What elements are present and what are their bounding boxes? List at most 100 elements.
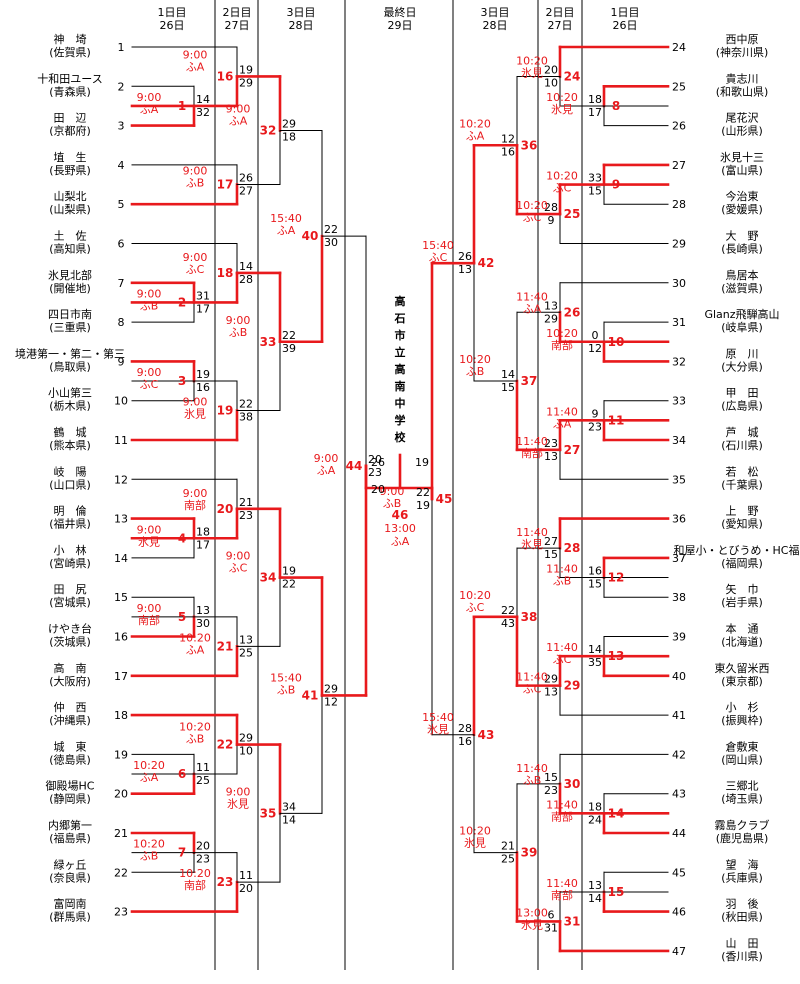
column-headers: 1日目26日2日目27日3日目28日最終日29日3日目28日2日目27日1日目2…: [158, 5, 640, 32]
team-entry: 仲 西(沖縄県)18: [49, 700, 128, 727]
match-score: 23: [544, 784, 558, 797]
match-number: 39: [521, 846, 538, 860]
match-number: 6: [178, 767, 186, 781]
match-time: 11:40: [546, 563, 578, 576]
match-time: 11:40: [516, 435, 548, 448]
match-venue: ふA: [140, 103, 159, 116]
team-seed: 21: [114, 827, 128, 840]
team-seed: 1: [118, 41, 125, 54]
header-day: 3日目: [481, 6, 510, 19]
match-score: 17: [196, 302, 210, 315]
match-score: 43: [501, 617, 515, 630]
team-seed: 3: [118, 120, 125, 133]
match-number: 36: [521, 138, 538, 152]
team-entry: 田 尻(宮城県)15: [49, 583, 128, 609]
match-score: 22: [416, 486, 430, 499]
match-score: 31: [544, 921, 558, 934]
match-score: 22: [239, 398, 253, 411]
team-prefecture: (福島県): [49, 831, 91, 845]
team-entry: 氷見十三(富山県)27: [672, 150, 764, 177]
team-name: 貴志川: [726, 71, 759, 85]
match-time: 9:00: [137, 602, 162, 615]
match-score: 30: [196, 617, 210, 630]
match-time: 9:00: [137, 366, 162, 379]
match-score: 22: [501, 604, 515, 617]
match-venue: ふC: [140, 378, 159, 391]
team-seed: 37: [672, 552, 686, 565]
team-entry: 高 南(大阪府)17: [49, 661, 128, 688]
team-name: 明 倫: [54, 504, 87, 518]
match-score: 13: [544, 686, 558, 699]
team-entry: 内郷第一(福島県) 21: [48, 818, 128, 845]
team-seed: 35: [672, 473, 686, 486]
champion-char: 市: [395, 328, 406, 342]
match-score: 9: [592, 407, 599, 420]
match-venue: 氷見: [138, 535, 160, 548]
team-prefecture: (熊本県): [49, 438, 91, 452]
match-score: 22: [282, 329, 296, 342]
match-score: 20: [544, 63, 558, 76]
match-number: 5: [178, 610, 186, 624]
team-prefecture: (千葉県): [721, 477, 763, 491]
team-entry: 小山第三(栃木県)10: [48, 386, 128, 413]
match-score: 29: [324, 682, 338, 695]
team-name: 山梨北: [54, 189, 87, 203]
team-name: 本 通: [726, 622, 759, 636]
match-venue: ふA: [553, 417, 572, 430]
team-seed: 40: [672, 670, 686, 683]
match-time: 9:00: [183, 396, 208, 409]
match-time: 9:00: [183, 251, 208, 264]
team-name: 小 林: [54, 543, 87, 557]
match-time: 10:20: [179, 721, 211, 734]
team-name: 望 海: [726, 857, 759, 871]
header-date: 28日: [289, 19, 314, 32]
match-venue: ふB: [466, 365, 485, 378]
team-seed: 9: [118, 355, 125, 368]
team-prefecture: (和歌山県): [716, 84, 769, 98]
team-name: 神 埼: [54, 32, 87, 46]
match-time: 11:40: [516, 526, 548, 539]
match-score: 16: [501, 145, 515, 158]
match-time: 11:40: [516, 290, 548, 303]
match-time: 10:20: [516, 199, 548, 212]
match-number: 22: [217, 738, 234, 752]
match-venue: ふC: [429, 251, 448, 264]
match-time: 9:00: [380, 485, 405, 498]
match-score: 17: [196, 538, 210, 551]
team-prefecture: (岡山県): [721, 753, 763, 766]
match-score: 19: [239, 63, 253, 76]
team-name: 霧島クラブ: [715, 818, 770, 832]
match-number: 10: [608, 335, 625, 349]
team-prefecture: (兵庫県): [721, 870, 763, 884]
match-score: 25: [239, 646, 253, 659]
match-number: 13: [608, 649, 625, 663]
match-number: 43: [478, 728, 495, 742]
match-number: 15: [608, 885, 625, 899]
team-entry: けやき台(茨城県)16: [48, 622, 128, 649]
team-entry: 氷見北部(開催地)7: [48, 268, 125, 295]
match-venue: ふA: [277, 224, 296, 237]
match-score: 30: [324, 236, 338, 249]
match-time: 10:20: [516, 54, 548, 67]
match-number: 41: [302, 688, 319, 702]
team-name: 小山第三: [48, 386, 92, 400]
match-time: 13:00: [384, 522, 416, 535]
team-name: 土 佐: [54, 229, 87, 243]
team-name: 内郷第一: [48, 818, 92, 832]
match-time: 9:00: [183, 48, 208, 61]
champion-char: 校: [395, 430, 407, 444]
team-prefecture: (京都府): [49, 124, 91, 138]
match-score: 12: [501, 132, 515, 145]
team-seed: 17: [114, 670, 128, 683]
header-date: 29日: [388, 19, 413, 32]
match-time: 11:40: [546, 877, 578, 890]
match-time: 10:20: [459, 117, 491, 130]
match-number: 3: [178, 374, 186, 388]
team-seed: 19: [114, 748, 128, 761]
match-venue: 南部: [184, 498, 206, 512]
team-entry: 原 川(大分県)32: [672, 347, 763, 373]
match-venue: ふB: [186, 177, 205, 190]
team-name: 四日市南: [48, 307, 92, 321]
team-name: 芦 城: [726, 426, 759, 439]
match-number: 1: [178, 99, 186, 113]
